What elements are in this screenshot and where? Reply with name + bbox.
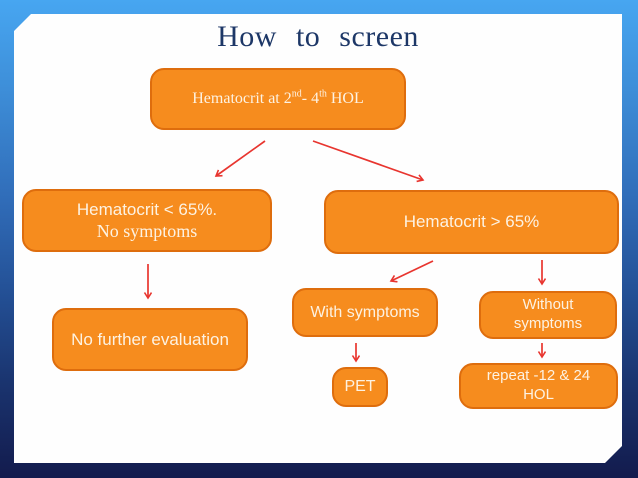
node-pet-label: PET <box>344 378 376 395</box>
node-repeat-hol-line2: HOL <box>523 386 554 403</box>
node-hematocrit-high-label: Hematocrit > 65% <box>403 212 540 232</box>
node-repeat-hol-line1: repeat -12 & 24 <box>486 367 591 385</box>
node-hematocrit-low: Hematocrit < 65%. No symptoms <box>22 189 272 252</box>
node-hematocrit-screen: Hematocrit at 2nd- 4th HOL <box>150 68 406 130</box>
node-hematocrit-high: Hematocrit > 65% <box>324 190 619 254</box>
node-no-further-evaluation-label: No further evaluation <box>71 329 229 349</box>
node-with-symptoms-label: With symptoms <box>310 303 420 321</box>
node-with-symptoms: With symptoms <box>292 288 438 337</box>
node-no-further-evaluation: No further evaluation <box>52 308 248 371</box>
node-without-symptoms: Without symptoms <box>479 291 617 339</box>
node-without-symptoms-line2: symptoms <box>513 315 583 332</box>
node-without-symptoms-line1: Without <box>522 296 574 314</box>
slide-title: How to screen <box>217 20 419 53</box>
node-hematocrit-screen-label: Hematocrit at 2nd- 4th HOL <box>192 88 364 107</box>
node-repeat-hol: repeat -12 & 24 HOL <box>459 363 618 409</box>
node-pet: PET <box>332 367 388 407</box>
node-hematocrit-low-line2: No symptoms <box>96 220 198 241</box>
node-hematocrit-low-line1: Hematocrit < 65%. <box>76 199 218 219</box>
